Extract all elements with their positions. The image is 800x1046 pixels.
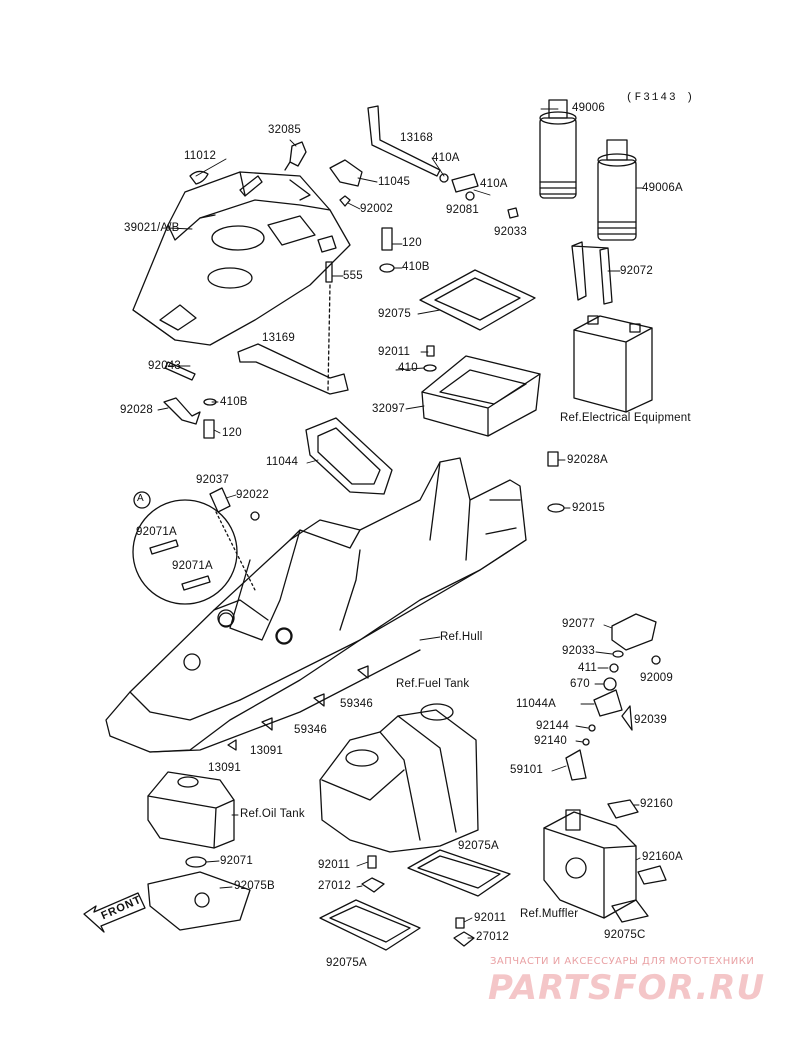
part-label-92002: 92002 [360,203,393,215]
part-label-92071a-lower: 92071A [172,560,213,572]
strap-92072-drawing [571,241,613,305]
part-label-92075-top: 92075 [378,308,411,320]
battery-box-32097-drawing [421,355,541,437]
part-label-92028: 92028 [120,404,153,416]
part-label-49006a: 49006A [642,182,683,194]
part-label-92011-lower-right: 92011 [474,912,507,924]
part-label-410b-top: 410B [402,261,430,273]
watermark-logo: PARTSFOR.RU [488,968,766,1008]
part-label-92011-lower-left: 92011 [318,859,351,871]
hull-drawing [105,457,527,753]
part-label-92037: 92037 [196,474,229,486]
ref-label-hull: Ref.Hull [440,631,483,643]
callout-letter-a: A [137,493,144,504]
hose-32085-drawing [284,141,307,171]
part-label-92072: 92072 [620,265,653,277]
callout-a-detail-circle [132,499,238,605]
part-label-92033-mid: 92033 [562,645,595,657]
part-label-27012-right: 27012 [476,931,509,943]
part-label-13091-left: 13091 [208,762,241,774]
bracket-13169-drawing [237,343,349,395]
part-label-92160a: 92160A [642,851,683,863]
ref-label-oil-tank: Ref.Oil Tank [240,808,305,820]
watermark-tagline: ЗАПЧАСТИ И АКСЕССУАРЫ ДЛЯ МОТОТЕХНИКИ [490,956,755,967]
part-label-92071: 92071 [220,855,253,867]
part-label-27012-left: 27012 [318,880,351,892]
part-label-92075a-upper: 92075A [458,840,499,852]
part-label-555: 555 [343,270,363,282]
ref-label-muffler: Ref.Muffler [520,908,579,920]
oil-tank-drawing [147,771,235,849]
battery-drawing [573,315,653,413]
part-label-49006: 49006 [572,102,605,114]
part-label-92015: 92015 [572,502,605,514]
pad-92075a-lower-drawing [319,899,421,951]
fuel-cap-assembly-drawing [565,613,661,781]
part-label-13168: 13168 [400,132,433,144]
diagram-code: (F3143 ) [626,92,695,104]
part-label-411: 411 [578,662,597,674]
part-label-92009: 92009 [640,672,673,684]
part-label-11045: 11045 [378,176,411,188]
pad-92075b-drawing [147,871,251,931]
gasket-11044-drawing [305,417,393,495]
part-label-92011-top: 92011 [378,346,411,358]
fuel-tank-drawing [319,703,479,853]
part-label-410b-bottom: 410B [220,396,248,408]
part-label-59346-left: 59346 [294,724,327,736]
part-label-13091-right: 13091 [250,745,283,757]
part-label-92028a: 92028A [567,454,608,466]
cylinder-49006-drawing [539,99,577,199]
part-label-39021-a-b: 39021/A/B [124,222,180,234]
part-label-92144: 92144 [536,720,569,732]
part-label-92071a-upper: 92071A [136,526,177,538]
part-label-32097: 32097 [372,403,405,415]
front-arrow-drawing [83,892,146,933]
cylinder-49006a-drawing [597,139,637,241]
part-label-92140: 92140 [534,735,567,747]
part-label-410a-lower: 410A [480,178,508,190]
part-label-59346-right: 59346 [340,698,373,710]
part-label-92075a-lower: 92075A [326,957,367,969]
part-label-92077: 92077 [562,618,595,630]
part-label-92022: 92022 [236,489,269,501]
bracket-11045-drawing [329,159,363,187]
cap-11012-drawing [189,170,209,185]
part-label-92160: 92160 [640,798,673,810]
part-label-92075b: 92075B [234,880,275,892]
part-label-670: 670 [570,678,590,690]
engine-cover-drawing [132,171,351,346]
part-label-120-bottom: 120 [222,427,242,439]
part-label-92033-top: 92033 [494,226,527,238]
part-label-410: 410 [398,362,418,374]
part-label-92081: 92081 [446,204,479,216]
pad-92075-drawing [419,269,536,331]
ref-label-electrical-equipment: Ref.Electrical Equipment [560,412,691,424]
part-label-32085: 32085 [268,124,301,136]
part-label-11044a: 11044A [516,698,556,710]
part-label-410a-upper: 410A [432,152,460,164]
pad-92075a-upper-drawing [407,849,511,897]
part-label-13169: 13169 [262,332,295,344]
part-label-92043: 92043 [148,360,181,372]
part-label-92039: 92039 [634,714,667,726]
muffler-drawing [543,809,637,919]
ref-label-fuel-tank: Ref.Fuel Tank [396,678,470,690]
part-label-11012: 11012 [184,150,217,162]
part-label-120-top: 120 [402,237,422,249]
part-label-92075c: 92075C [604,929,646,941]
part-label-11044: 11044 [266,456,299,468]
part-label-59101: 59101 [510,764,543,776]
sleeve-92081-drawing [451,173,479,193]
